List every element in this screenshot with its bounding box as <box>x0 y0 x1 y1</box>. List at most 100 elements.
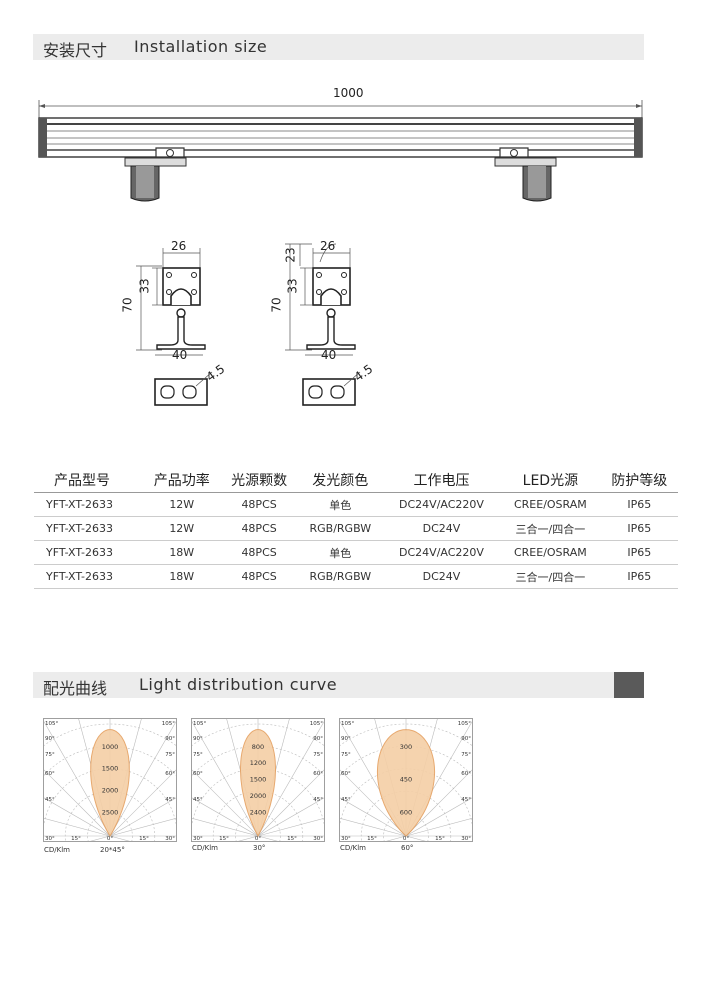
angle-label: 75° <box>461 752 471 758</box>
angle-label: 75° <box>45 752 55 758</box>
bracket-right <box>494 147 557 202</box>
angle-label: 45° <box>45 797 55 803</box>
level-label: 2000 <box>250 792 267 800</box>
angle-label: 0° <box>403 836 409 842</box>
section-title-cn: 安装尺寸 <box>43 41 108 60</box>
grid-ray <box>44 721 111 837</box>
angle-label: 60° <box>165 771 175 777</box>
cell-model: YFT-XT-2633 <box>34 540 144 565</box>
angle-label: 15° <box>139 836 149 842</box>
angle-label: 105° <box>193 721 206 727</box>
header-led-source: LED光源 <box>500 468 601 493</box>
beam-angle-2: 30° <box>253 844 266 852</box>
angle-label: 30° <box>45 836 55 842</box>
angle-label: 30° <box>461 836 471 842</box>
dim-height-top: 23 <box>283 247 298 263</box>
angle-label: 105° <box>45 721 58 727</box>
cell-color: RGB/RGBW <box>297 564 383 589</box>
table-row: YFT-XT-2633 12W 48PCS RGB/RGBW DC24V 三合一… <box>34 516 678 541</box>
angle-label: 105° <box>341 721 354 727</box>
cell-voltage: DC24V <box>382 564 501 589</box>
angle-label: 30° <box>165 836 175 842</box>
angle-label: 0° <box>255 836 261 842</box>
cell-model: YFT-XT-2633 <box>34 516 144 541</box>
cell-led-source: CREE/OSRAM <box>500 492 601 517</box>
grid-ray <box>192 721 259 837</box>
angle-label: 45° <box>461 797 471 803</box>
angle-label: 90° <box>165 736 175 742</box>
cell-power: 18W <box>143 540 221 565</box>
spec-table-header: 产品型号 产品功率 光源颗数 发光颜色 工作电压 LED光源 防护等级 <box>34 468 678 493</box>
unit-label-3: CD/Klm <box>340 844 366 852</box>
section-header-installation: 安装尺寸 Installation size <box>33 34 644 60</box>
grid-ray <box>192 797 259 837</box>
cell-voltage: DC24V/AC220V <box>382 540 501 565</box>
angle-label: 60° <box>45 771 55 777</box>
level-label: 1500 <box>250 776 267 784</box>
level-label: 300 <box>400 743 412 751</box>
angle-label: 90° <box>193 736 203 742</box>
polar-grid <box>192 719 324 841</box>
angle-label: 90° <box>461 736 471 742</box>
table-row: YFT-XT-2633 18W 48PCS RGB/RGBW DC24V 三合一… <box>34 564 678 589</box>
side-view-1 <box>136 248 206 356</box>
level-label: 2500 <box>102 809 119 817</box>
polar-chart-2: 8001200150020002400105°105°90°90°75°75°6… <box>191 718 325 842</box>
angle-label: 45° <box>313 797 323 803</box>
cell-led-count: 48PCS <box>220 516 298 541</box>
spec-table: 产品型号 产品功率 光源颗数 发光颜色 工作电压 LED光源 防护等级 YFT-… <box>34 468 678 589</box>
grid-ray <box>44 769 111 837</box>
angle-label: 0° <box>107 836 113 842</box>
header-power: 产品功率 <box>143 468 221 493</box>
cell-voltage: DC24V/AC220V <box>382 492 501 517</box>
grid-ray <box>44 797 111 837</box>
section-title-en: Light distribution curve <box>139 675 338 694</box>
angle-label: 30° <box>193 836 203 842</box>
cell-color: 单色 <box>297 492 383 517</box>
unit-label-1: CD/Klm <box>44 846 70 854</box>
cell-ip-rating: IP65 <box>600 564 678 589</box>
section-title-cn: 配光曲线 <box>43 679 108 698</box>
angle-label: 105° <box>162 721 175 727</box>
angle-label: 15° <box>71 836 81 842</box>
cell-ip-rating: IP65 <box>600 492 678 517</box>
header-led-count: 光源颗数 <box>220 468 298 493</box>
polar-chart-1: 1000150020002500105°105°90°90°75°75°60°6… <box>43 718 177 842</box>
cell-led-count: 48PCS <box>220 564 298 589</box>
cell-color: RGB/RGBW <box>297 516 383 541</box>
level-label: 800 <box>252 743 264 751</box>
angle-label: 15° <box>219 836 229 842</box>
angle-label: 90° <box>45 736 55 742</box>
grid-ray <box>44 818 111 837</box>
bracket-left <box>124 147 187 202</box>
angle-label: 60° <box>313 771 323 777</box>
section-title-en: Installation size <box>134 37 268 56</box>
header-ip-rating: 防护等级 <box>600 468 678 493</box>
cell-power: 18W <box>143 564 221 589</box>
table-row: YFT-XT-2633 18W 48PCS 单色 DC24V/AC220V CR… <box>34 540 678 565</box>
beam-lobe <box>90 729 130 837</box>
beam-lobe <box>376 729 436 837</box>
grid-ray <box>192 818 259 837</box>
angle-label: 75° <box>165 752 175 758</box>
angle-label: 60° <box>461 771 471 777</box>
grid-ray <box>405 769 472 837</box>
dim-height-total-1: 70 <box>120 297 135 313</box>
level-label: 1500 <box>102 765 119 773</box>
polar-chart-3: 300450600105°105°90°90°75°75°60°60°45°45… <box>339 718 473 842</box>
angle-label: 75° <box>341 752 351 758</box>
level-label: 1200 <box>250 759 267 767</box>
cell-power: 12W <box>143 492 221 517</box>
grid-ray <box>257 721 324 837</box>
header-voltage: 工作电压 <box>382 468 501 493</box>
level-label: 600 <box>400 809 412 817</box>
grid-ray <box>257 818 324 837</box>
angle-label: 105° <box>458 721 471 727</box>
angle-label: 90° <box>313 736 323 742</box>
cell-voltage: DC24V <box>382 516 501 541</box>
cell-led-source: 三合一/四合一 <box>500 516 601 541</box>
cell-led-source: 三合一/四合一 <box>500 564 601 589</box>
mounting-plate-1 <box>154 371 213 406</box>
angle-label: 60° <box>193 771 203 777</box>
